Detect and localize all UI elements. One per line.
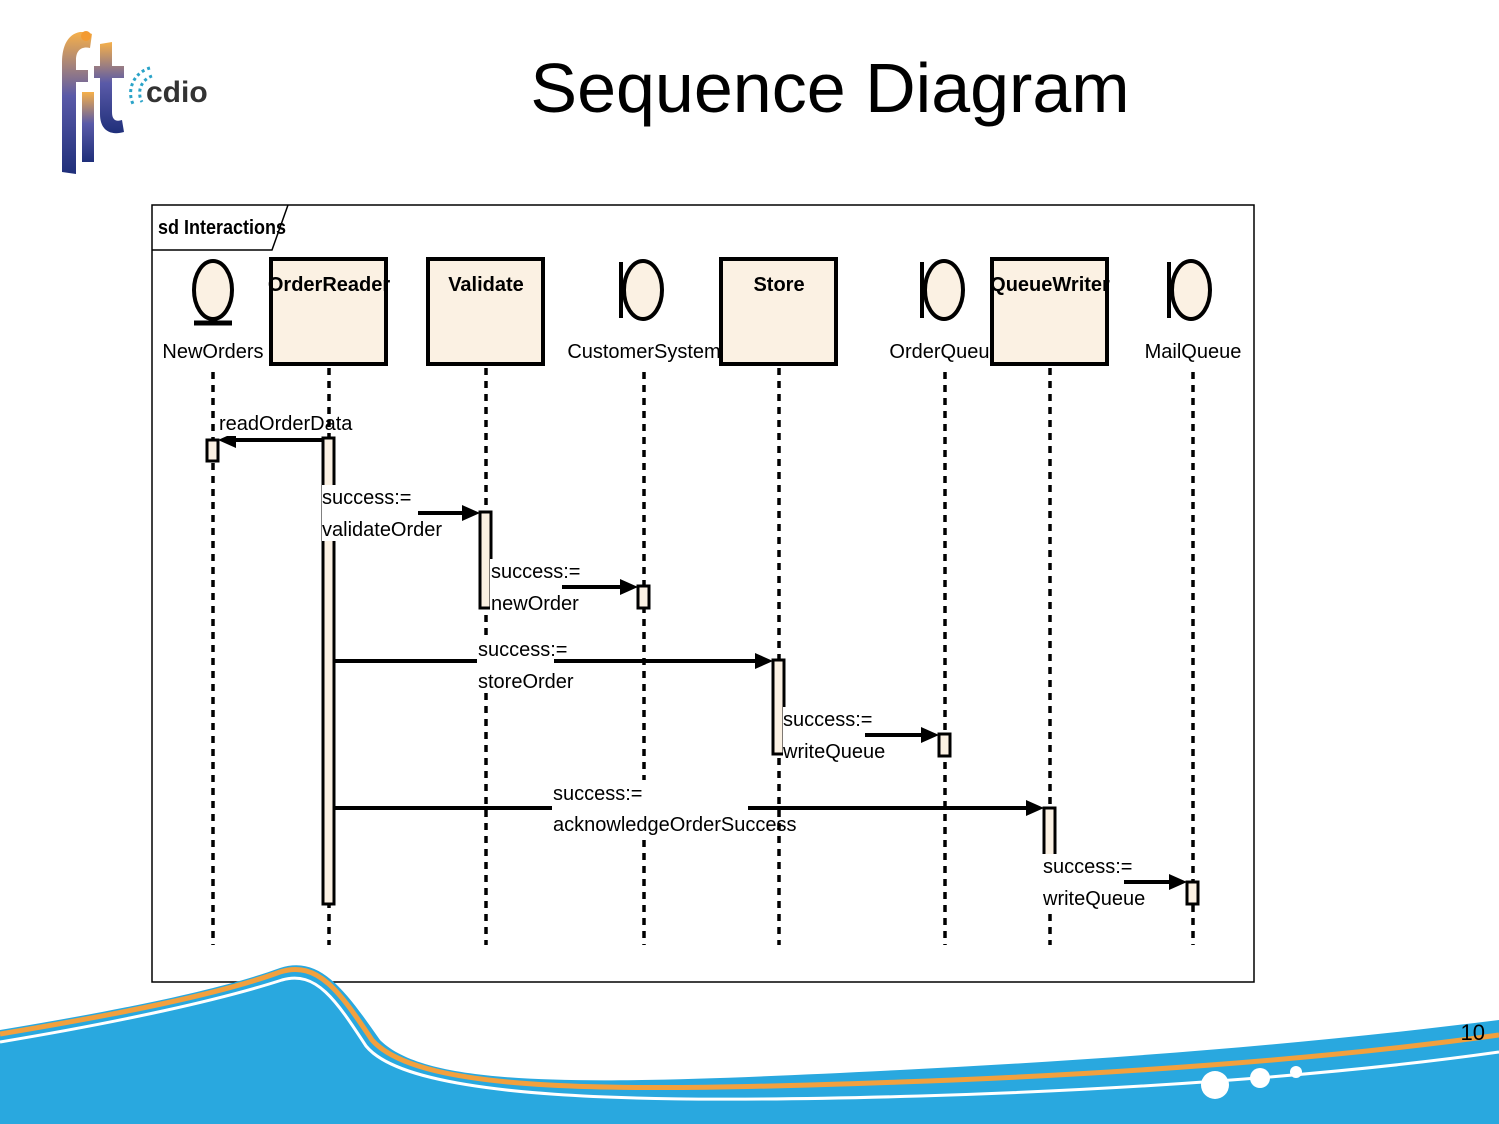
message-label: success:= [478, 639, 567, 661]
message-label: writeQueue [782, 741, 885, 763]
message-label: writeQueue [1042, 888, 1145, 910]
message-label: success:= [783, 709, 872, 731]
activation-mailqueue [1185, 880, 1200, 906]
cdio-swirl-icon [129, 66, 153, 107]
message-label-backgrounds [218, 410, 1124, 910]
message-label: success:= [491, 561, 580, 583]
fit-cdio-logo: cdio [62, 31, 208, 174]
lifeline-label-orderreader: OrderReader [268, 274, 390, 296]
wave-dot [1201, 1071, 1229, 1099]
lifeline-box-queuewriter [990, 257, 1109, 366]
lifeline-box-store [719, 257, 838, 366]
message-label: success:= [553, 783, 642, 805]
message-label: readOrderData [219, 413, 353, 435]
lifeline-label-mailqueue: MailQueue [1145, 341, 1242, 363]
boundary-icon [1167, 259, 1212, 321]
boundary-icon [619, 259, 664, 321]
activation-validate [478, 510, 493, 610]
message-label: validateOrder [322, 519, 442, 541]
lifeline-box-orderreader [269, 257, 388, 366]
lifeline-label-orderqueue: OrderQueue [889, 341, 1000, 363]
message-label: newOrder [491, 593, 579, 615]
message-label: acknowledgeOrderSuccess [553, 814, 796, 836]
message-labels: readOrderData success:= validateOrder su… [219, 413, 1145, 910]
slide-title: Sequence Diagram [530, 49, 1130, 127]
activation-orderqueue [937, 732, 952, 758]
message-label: success:= [1043, 856, 1132, 878]
activation-store [771, 658, 786, 756]
lifeline-box-validate [426, 257, 545, 366]
activation-customersystem [636, 584, 651, 610]
frame-label-tab [152, 204, 289, 251]
entity-icon [192, 259, 234, 326]
lifeline-label-customersystem: CustomerSystem [567, 341, 720, 363]
message-label: success:= [322, 487, 411, 509]
wave-dot [1290, 1066, 1302, 1078]
lifeline-label-neworders: NewOrders [162, 341, 263, 363]
lifeline-label-queuewriter: QueueWriter [990, 274, 1110, 296]
boundary-icon [920, 259, 965, 321]
lifeline-label-store: Store [753, 274, 804, 296]
logo-i-glyph [82, 92, 94, 162]
frame-label: sd Interactions [158, 217, 286, 239]
wave-dot [1250, 1068, 1270, 1088]
logo-cdio-text: cdio [146, 76, 208, 109]
footer-wave-decoration [0, 965, 1499, 1124]
message-label: storeOrder [478, 671, 574, 693]
lifeline-label-validate: Validate [448, 274, 524, 296]
activation-orderreader [321, 436, 336, 906]
page-number: 10 [1460, 1020, 1485, 1045]
activation-neworders [205, 438, 220, 463]
logo-t-glyph [94, 42, 124, 134]
logo-f-glyph [62, 32, 92, 174]
